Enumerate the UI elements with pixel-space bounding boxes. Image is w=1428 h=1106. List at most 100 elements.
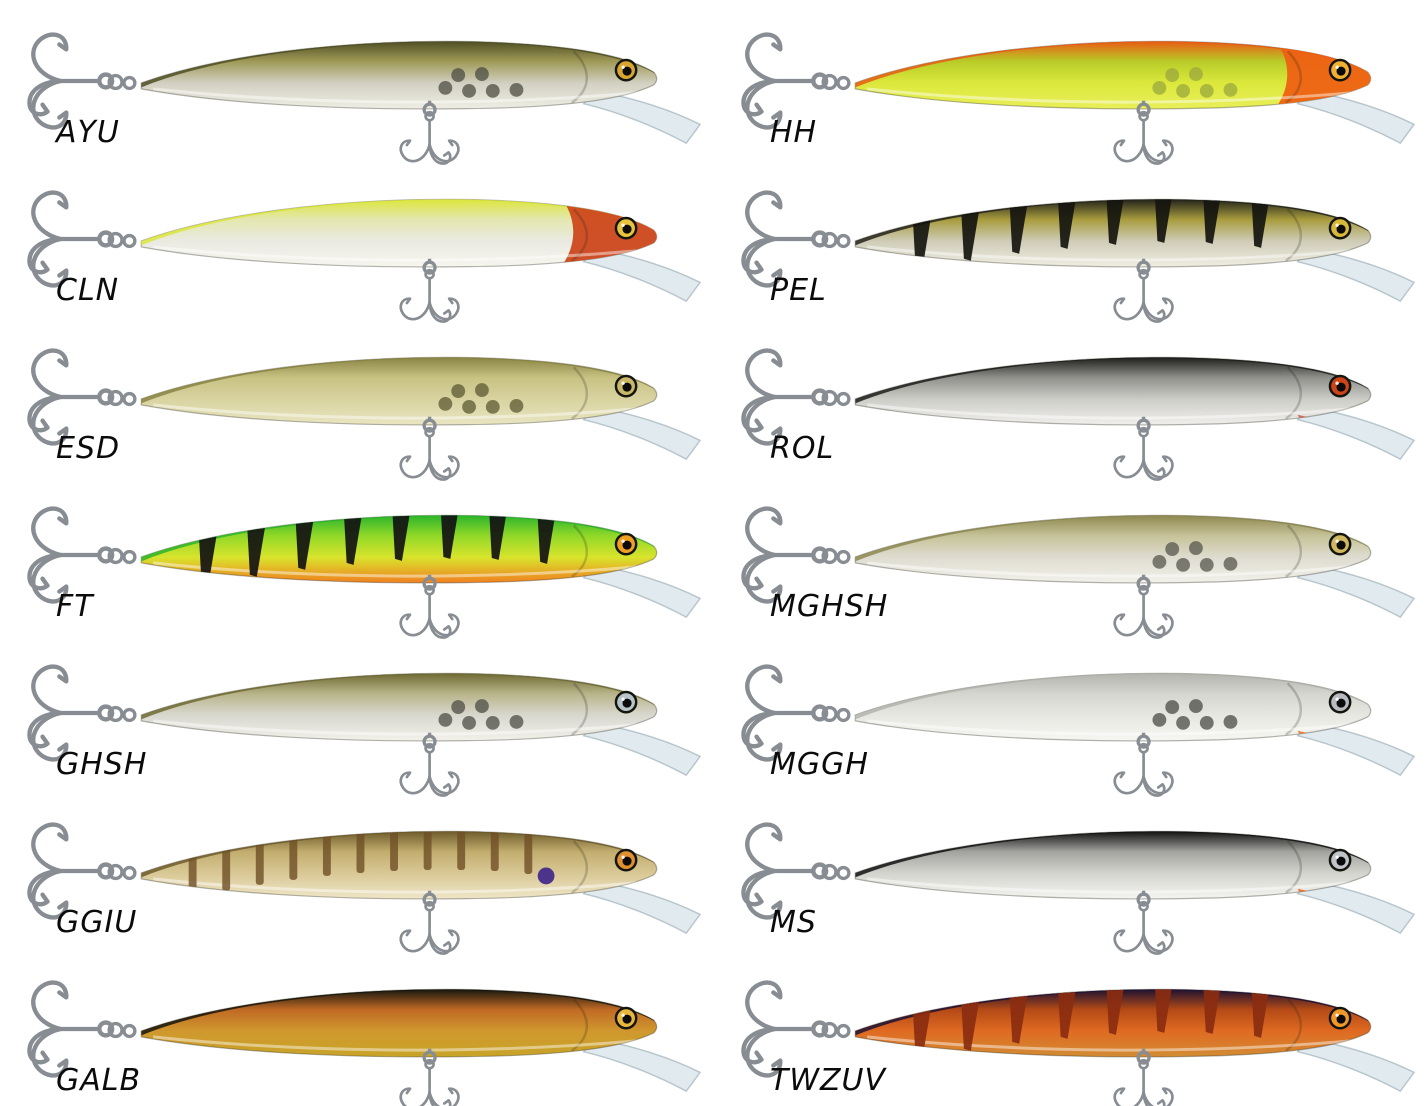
diving-lip xyxy=(1296,406,1416,461)
lure-image xyxy=(27,822,702,955)
tail-treble-hook xyxy=(27,32,115,130)
lure-photo xyxy=(714,316,1428,481)
belly-treble-hook xyxy=(399,742,460,797)
diving-lip xyxy=(1296,564,1416,619)
tail-treble-hook xyxy=(741,980,829,1078)
belly-treble-hook xyxy=(399,584,460,639)
split-rings xyxy=(821,73,851,91)
split-rings xyxy=(821,389,851,407)
split-rings xyxy=(821,231,851,249)
lure-eye xyxy=(1328,690,1352,714)
lure-cell: ESD xyxy=(0,316,714,481)
lure-cell: FT xyxy=(0,474,714,639)
lure-eye xyxy=(1328,216,1352,240)
split-rings xyxy=(107,1021,137,1039)
lure-photo xyxy=(0,790,714,955)
diving-lip xyxy=(582,564,702,619)
tail-treble-hook xyxy=(741,348,829,446)
tail-treble-hook xyxy=(741,190,829,288)
split-rings xyxy=(107,231,137,249)
head-color xyxy=(559,199,657,267)
tail-treble-hook xyxy=(741,822,829,920)
lure-image xyxy=(27,506,702,639)
lure-image xyxy=(741,506,1416,639)
belly-treble-hook xyxy=(399,110,460,165)
tail-treble-hook xyxy=(27,190,115,288)
gill-line xyxy=(571,208,588,262)
belly-treble-hook xyxy=(399,268,460,323)
lure-cell: CLN xyxy=(0,158,714,323)
belly-treble-hook xyxy=(1113,110,1174,165)
gill-line xyxy=(571,50,588,104)
lure-code-label: HH xyxy=(770,115,818,150)
lure-photo xyxy=(0,0,714,165)
belly-treble-hook xyxy=(1113,742,1174,797)
lure-photo xyxy=(714,632,1428,797)
lure-image xyxy=(27,348,702,481)
gill-line xyxy=(1285,524,1302,578)
diving-lip xyxy=(1296,1038,1416,1093)
diving-lip xyxy=(582,722,702,777)
lure-photo xyxy=(0,474,714,639)
lure-eye xyxy=(1328,848,1352,872)
lure-body xyxy=(854,514,1372,584)
lure-cell: GGIU xyxy=(0,790,714,955)
tail-treble-hook xyxy=(741,506,829,604)
belly-treble-hook xyxy=(399,900,460,955)
lure-cell: PEL xyxy=(714,158,1428,323)
diving-lip xyxy=(1296,722,1416,777)
lure-photo xyxy=(714,158,1428,323)
lure-body xyxy=(140,988,658,1058)
lure-image xyxy=(741,664,1416,797)
lure-code-label: MGGH xyxy=(770,747,869,782)
gill-line xyxy=(1285,682,1302,736)
diving-lip xyxy=(582,406,702,461)
gill-line xyxy=(571,524,588,578)
lure-body xyxy=(140,356,658,426)
lure-cell: MGGH xyxy=(714,632,1428,797)
lure-eye xyxy=(614,532,638,556)
lure-image xyxy=(741,32,1416,165)
lure-code-label: MGHSH xyxy=(770,589,889,624)
lure-code-label: MS xyxy=(770,905,817,940)
lure-eye xyxy=(614,216,638,240)
lure-eye xyxy=(614,58,638,82)
lure-cell: MGHSH xyxy=(714,474,1428,639)
belly-treble-hook xyxy=(1113,584,1174,639)
lure-eye xyxy=(1328,532,1352,556)
diving-lip xyxy=(1296,90,1416,145)
gill-line xyxy=(1285,840,1302,894)
lure-image xyxy=(741,980,1416,1106)
tail-treble-hook xyxy=(27,822,115,920)
split-rings xyxy=(821,1021,851,1039)
gill-line xyxy=(1285,50,1302,104)
lure-image xyxy=(741,348,1416,481)
split-rings xyxy=(107,73,137,91)
lure-eye xyxy=(1328,58,1352,82)
lure-cell: ROL xyxy=(714,316,1428,481)
lure-body xyxy=(854,672,1372,742)
gill-line xyxy=(1285,998,1302,1052)
diving-lip xyxy=(1296,248,1416,303)
gill-line xyxy=(571,682,588,736)
split-rings xyxy=(821,547,851,565)
gill-line xyxy=(1285,208,1302,262)
split-rings xyxy=(821,863,851,881)
split-rings xyxy=(107,863,137,881)
lure-code-label: GALB xyxy=(56,1063,142,1098)
belly-treble-hook xyxy=(1113,426,1174,481)
split-rings xyxy=(107,389,137,407)
gill-line xyxy=(571,998,588,1052)
lure-image xyxy=(27,190,702,323)
tail-treble-hook xyxy=(27,664,115,762)
tail-treble-hook xyxy=(27,506,115,604)
split-rings xyxy=(107,547,137,565)
lure-photo xyxy=(714,0,1428,165)
lure-photo xyxy=(0,632,714,797)
lure-code-label: GHSH xyxy=(56,747,148,782)
lure-body xyxy=(140,672,658,742)
diving-lip xyxy=(582,1038,702,1093)
tail-treble-hook xyxy=(27,348,115,446)
lure-image xyxy=(27,32,702,165)
gill-line xyxy=(571,840,588,894)
